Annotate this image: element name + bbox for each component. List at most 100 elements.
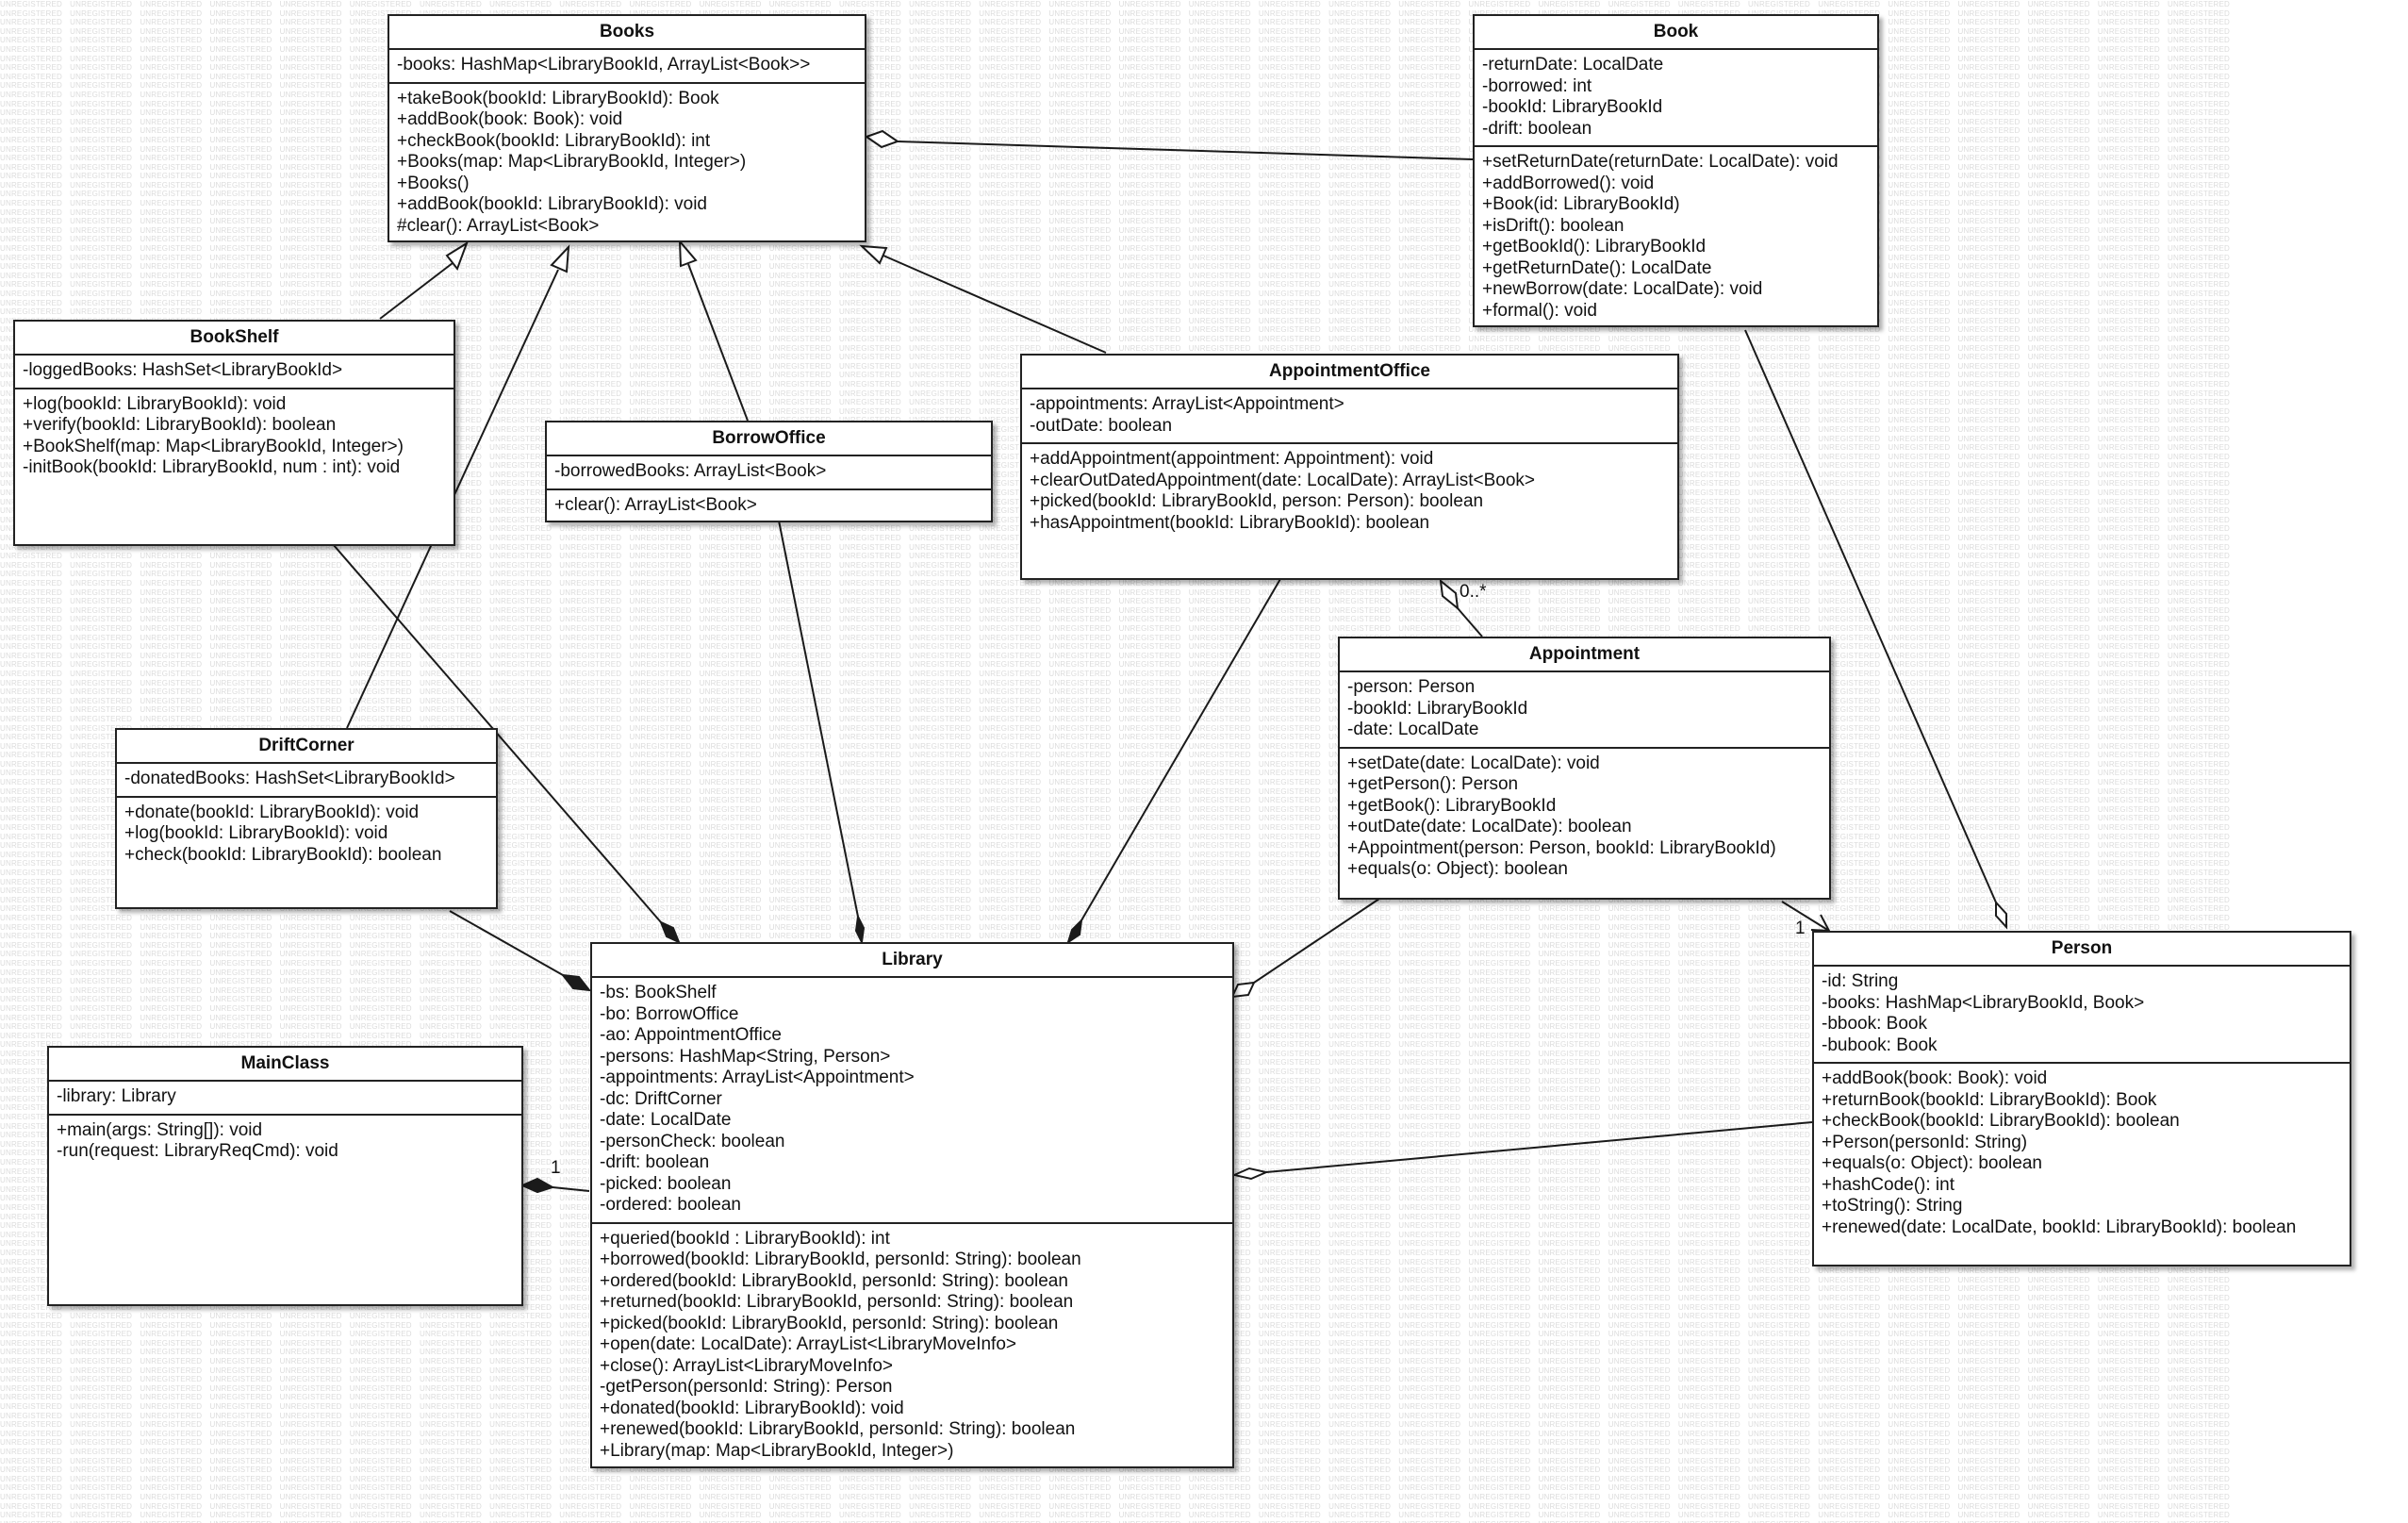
operations-section: +addAppointment(appointment: Appointment… <box>1022 444 1677 539</box>
operation-row: +newBorrow(date: LocalDate): void <box>1482 279 1763 299</box>
operation-row: -getPerson(personId: String): Person <box>600 1377 893 1397</box>
attributes-section: -donatedBooks: HashSet<LibraryBookId> <box>117 764 496 798</box>
library-driftcorner-composition <box>449 910 564 976</box>
attributes-section: -loggedBooks: HashSet<LibraryBookId> <box>15 356 454 389</box>
operation-row: +picked(bookId: LibraryBookId, personId:… <box>600 1313 1059 1333</box>
operations-section: +takeBook(bookId: LibraryBookId): Book+a… <box>389 84 865 243</box>
attribute-row: -returnDate: LocalDate <box>1482 55 1664 74</box>
person-book-aggregation <box>1744 329 1997 903</box>
composition-diamond <box>659 920 681 944</box>
operation-row: +Books(map: Map<LibraryBookId, Integer>) <box>397 152 747 172</box>
attribute-row: -drift: boolean <box>600 1152 710 1172</box>
attribute-row: -bookId: LibraryBookId <box>1482 97 1663 117</box>
attribute-row: -picked: boolean <box>600 1173 732 1194</box>
class-name: Books <box>389 16 865 50</box>
attribute-row: -date: LocalDate <box>600 1110 732 1130</box>
library-appointmentoffice-composition <box>1080 578 1281 921</box>
attribute-row: -personCheck: boolean <box>600 1131 785 1151</box>
attribute-row: -books: HashMap<LibraryBookId, ArrayList… <box>397 55 811 74</box>
composition-diamond <box>560 973 592 992</box>
operation-row: +donate(bookId: LibraryBookId): void <box>124 802 420 822</box>
operation-row: +getBookId(): LibraryBookId <box>1482 237 1707 257</box>
class-name: MainClass <box>49 1048 521 1082</box>
operation-row: -run(request: LibraryReqCmd): void <box>57 1141 338 1161</box>
operation-row: +hashCode(): int <box>1822 1174 1954 1195</box>
attribute-row: -outDate: boolean <box>1030 415 1173 436</box>
aggregation-diamond <box>1439 578 1460 611</box>
operations-section: +donate(bookId: LibraryBookId): void+log… <box>117 798 496 872</box>
appointmentoffice-extends-books <box>882 255 1107 354</box>
attribute-row: -donatedBooks: HashSet<LibraryBookId> <box>124 769 455 788</box>
aggregation-diamond <box>1230 1167 1270 1181</box>
attribute-row: -appointments: ArrayList<Appointment> <box>1030 394 1344 414</box>
operations-section: +queried(bookId : LibraryBookId): int+bo… <box>592 1224 1232 1468</box>
class-borrowoffice[interactable]: BorrowOffice -borrowedBooks: ArrayList<B… <box>545 421 993 522</box>
aggregation-diamond <box>1230 981 1256 999</box>
operation-row: +Library(map: Map<LibraryBookId, Integer… <box>600 1440 954 1461</box>
operation-row: +clear(): ArrayList<Book> <box>554 494 757 515</box>
operations-section: +setReturnDate(returnDate: LocalDate): v… <box>1475 147 1877 327</box>
attribute-row: -appointments: ArrayList<Appointment> <box>600 1068 915 1087</box>
operation-row: +log(bookId: LibraryBookId): void <box>23 393 287 414</box>
inheritance-arrowhead <box>445 240 469 272</box>
mainclass-library-composition <box>552 1186 590 1192</box>
class-name: AppointmentOffice <box>1022 356 1677 389</box>
aggregation-diamond <box>864 129 900 149</box>
class-person[interactable]: Person -id: String-books: HashMap<Librar… <box>1812 931 2351 1266</box>
class-books[interactable]: Books -books: HashMap<LibraryBookId, Arr… <box>388 14 866 242</box>
class-mainclass[interactable]: MainClass -library: Library +main(args: … <box>47 1046 523 1306</box>
aggregation-diamond <box>1995 900 2007 930</box>
multiplicity-appointments: 0..* <box>1460 582 1487 602</box>
bookshelf-extends-books <box>379 262 454 320</box>
attribute-row: -persons: HashMap<String, Person> <box>600 1046 891 1067</box>
operation-row: +log(bookId: LibraryBookId): void <box>124 823 388 843</box>
operations-section: +clear(): ArrayList<Book> <box>547 490 991 522</box>
operation-row: +hasAppointment(bookId: LibraryBookId): … <box>1030 512 1430 533</box>
operation-row: +Book(id: LibraryBookId) <box>1482 194 1680 214</box>
operation-row: +returnBook(bookId: LibraryBookId): Book <box>1822 1089 2157 1110</box>
class-bookshelf[interactable]: BookShelf -loggedBooks: HashSet<LibraryB… <box>13 320 455 546</box>
class-appointmentoffice[interactable]: AppointmentOffice -appointments: ArrayLi… <box>1020 354 1679 580</box>
composition-diamond <box>520 1177 555 1194</box>
attributes-section: -id: String-books: HashMap<LibraryBookId… <box>1814 967 2350 1064</box>
operation-row: +checkBook(bookId: LibraryBookId): int <box>397 130 711 151</box>
class-name: Person <box>1814 933 2350 967</box>
attribute-row: -ordered: boolean <box>600 1195 741 1215</box>
library-borrowoffice-composition <box>778 520 859 918</box>
operation-row: +takeBook(bookId: LibraryBookId): Book <box>397 88 719 108</box>
operations-section: +setDate(date: LocalDate): void+getPerso… <box>1340 749 1829 886</box>
operation-row: +picked(bookId: LibraryBookId, person: P… <box>1030 491 1484 511</box>
class-driftcorner[interactable]: DriftCorner -donatedBooks: HashSet<Libra… <box>115 728 498 909</box>
attribute-row: -ao: AppointmentOffice <box>600 1025 782 1045</box>
operation-row: +setDate(date: LocalDate): void <box>1347 753 1600 773</box>
operation-row: +ordered(bookId: LibraryBookId, personId… <box>600 1270 1068 1291</box>
operations-section: +log(bookId: LibraryBookId): void+verify… <box>15 389 454 485</box>
class-library[interactable]: Library -bs: BookShelf-bo: BorrowOffice-… <box>590 942 1234 1468</box>
operation-row: +checkBook(bookId: LibraryBookId): boole… <box>1822 1111 2180 1131</box>
attribute-row: -borrowedBooks: ArrayList<Book> <box>554 461 827 481</box>
attributes-section: -books: HashMap<LibraryBookId, ArrayList… <box>389 50 865 84</box>
operation-row: +addAppointment(appointment: Appointment… <box>1030 449 1434 469</box>
inheritance-arrowhead <box>550 244 570 273</box>
class-name: Library <box>592 944 1232 978</box>
operation-row: +Person(personId: String) <box>1822 1132 2028 1152</box>
operation-row: +BookShelf(map: Map<LibraryBookId, Integ… <box>23 436 404 456</box>
operation-row: +setReturnDate(returnDate: LocalDate): v… <box>1482 152 1839 172</box>
operation-row: +addBook(book: Book): void <box>397 109 623 129</box>
class-book[interactable]: Book -returnDate: LocalDate-borrowed: in… <box>1473 14 1879 327</box>
operation-row: +check(bookId: LibraryBookId): boolean <box>124 844 442 865</box>
operation-row: -initBook(bookId: LibraryBookId, num : i… <box>23 457 401 477</box>
operations-section: +addBook(book: Book): void+returnBook(bo… <box>1814 1064 2350 1244</box>
operation-row: +getBook(): LibraryBookId <box>1347 795 1557 816</box>
class-appointment[interactable]: Appointment -person: Person-bookId: Libr… <box>1338 637 1831 900</box>
attribute-row: -bo: BorrowOffice <box>600 1003 739 1024</box>
operation-row: +isDrift(): boolean <box>1482 215 1625 236</box>
operation-row: +addBook(bookId: LibraryBookId): void <box>397 194 708 214</box>
attribute-row: -books: HashMap<LibraryBookId, Book> <box>1822 992 2145 1013</box>
operation-row: +equals(o: Object): boolean <box>1822 1153 2042 1173</box>
attribute-row: -library: Library <box>57 1086 176 1106</box>
attribute-row: -bbook: Book <box>1822 1014 1927 1034</box>
library-appointment-aggregation <box>1253 898 1380 984</box>
operation-row: +Books() <box>397 173 470 193</box>
